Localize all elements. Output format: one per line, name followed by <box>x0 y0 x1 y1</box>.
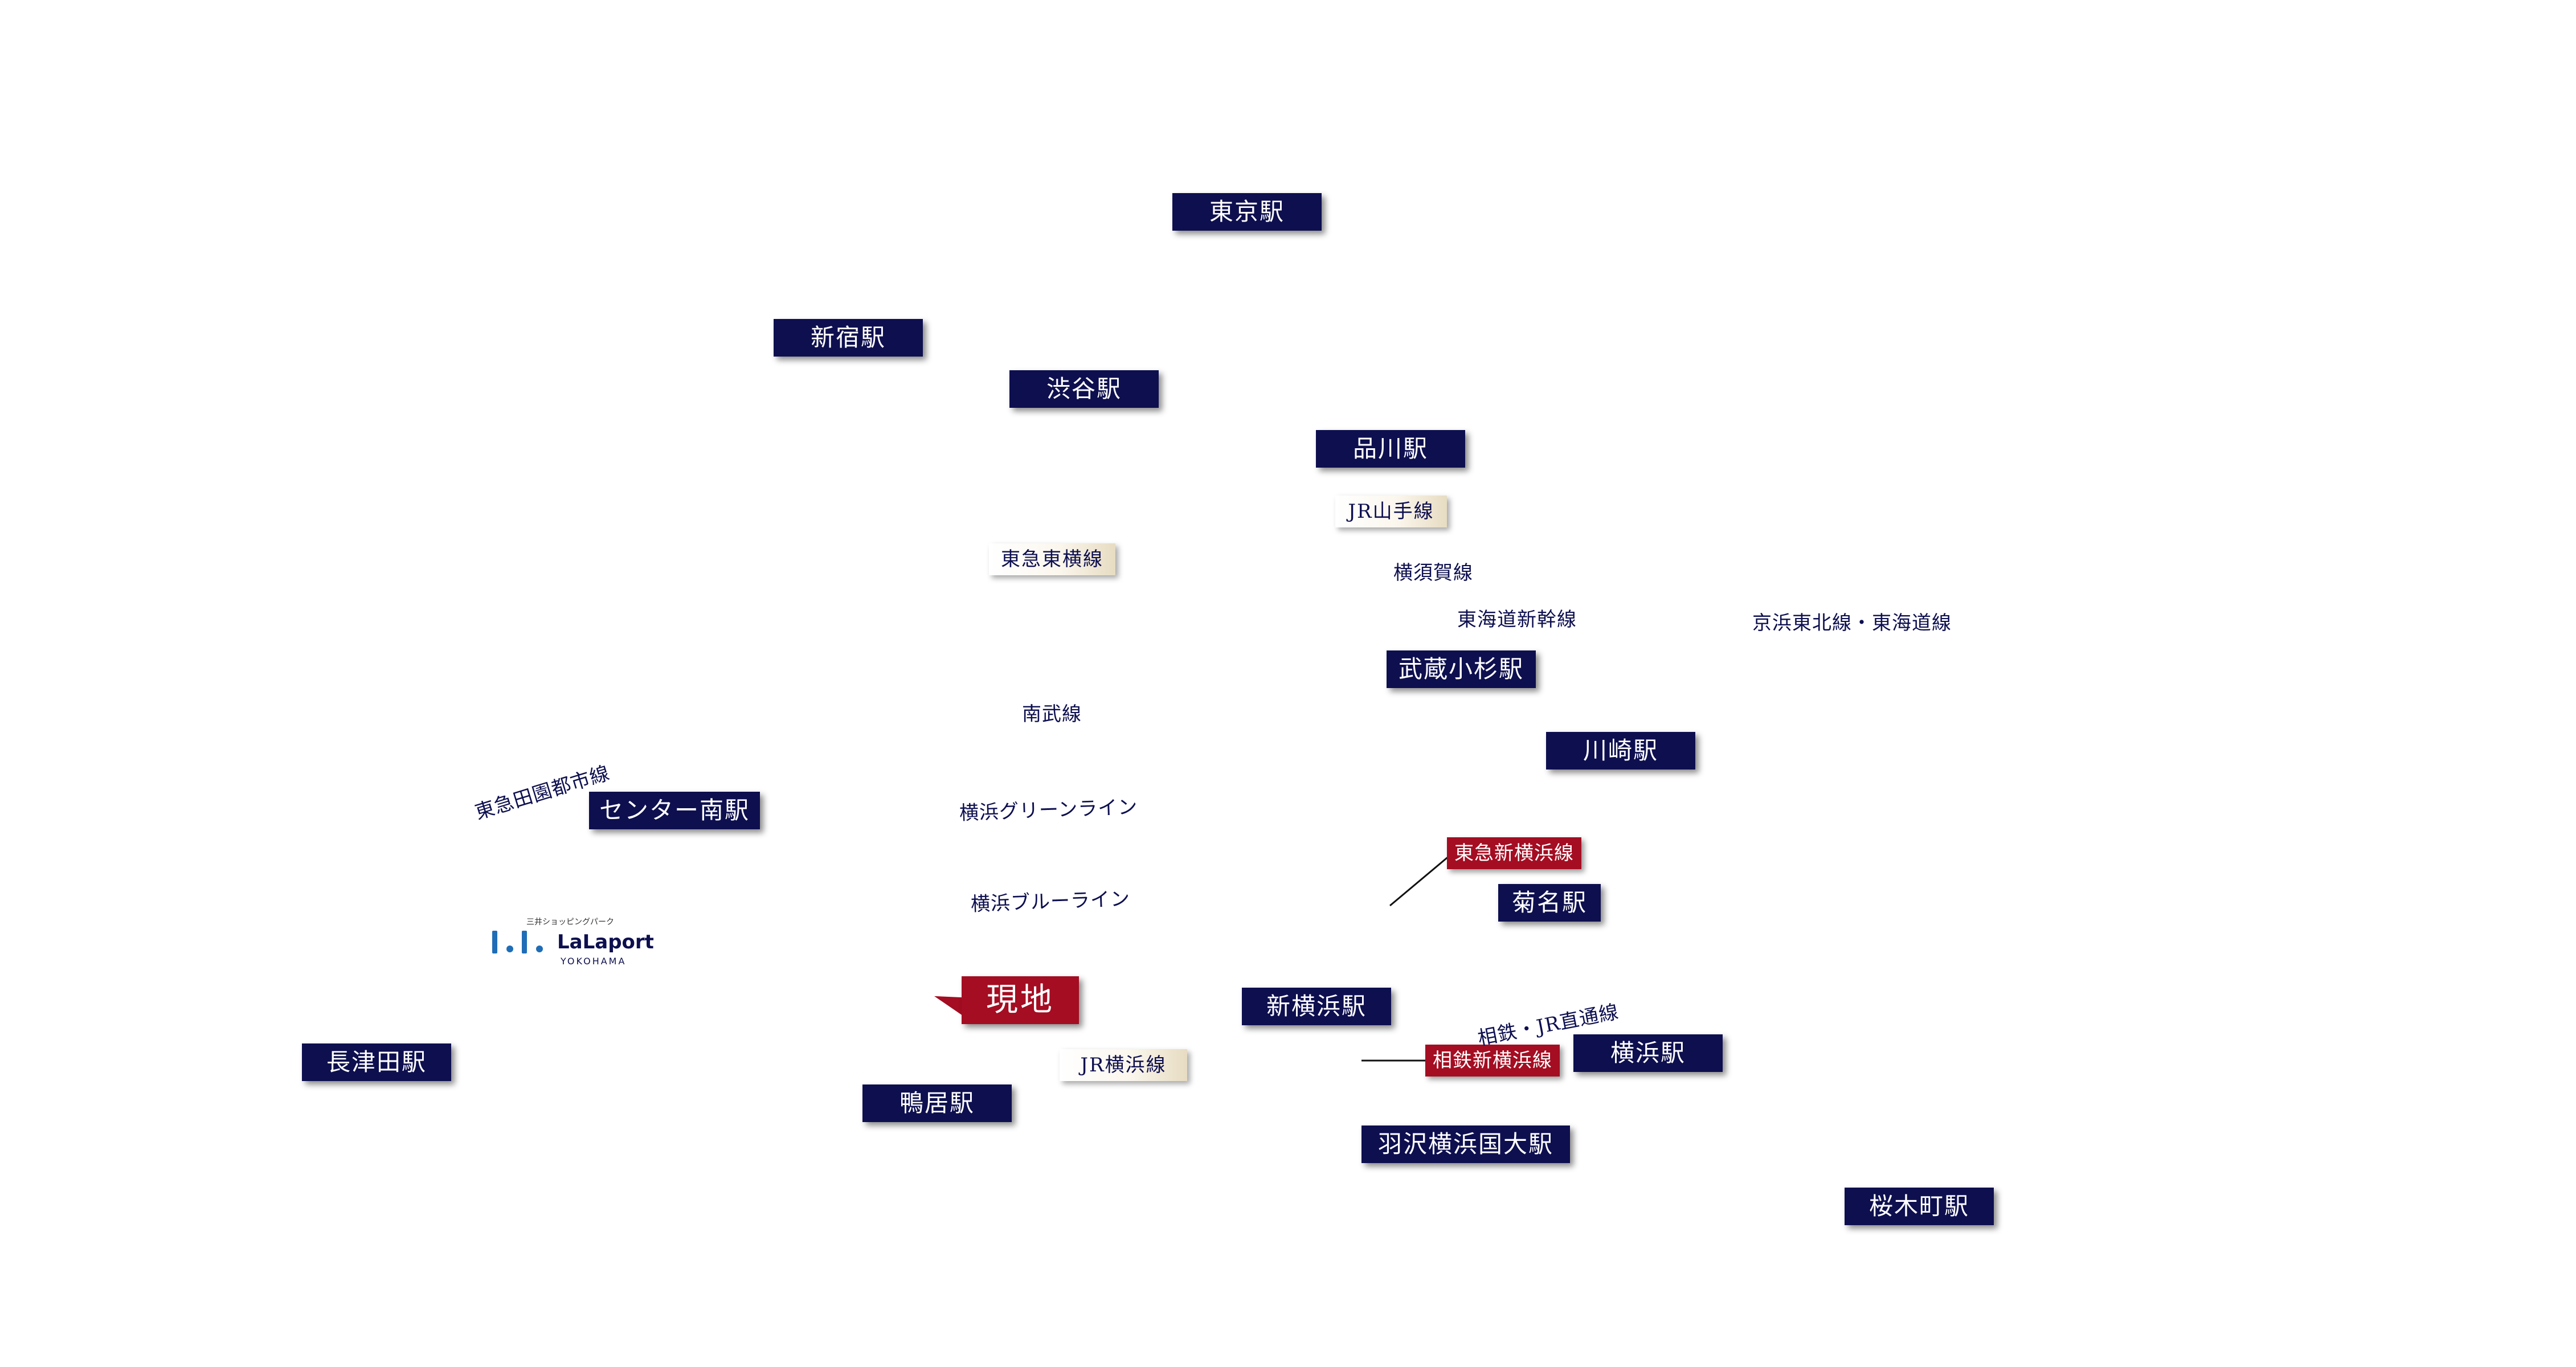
line-tag-tokyu-shin-yokohama: 東急新横浜線 <box>1447 837 1581 869</box>
lalaport-logo[interactable]: 三井ショッピングパーク LaLaport YOKOHAMA <box>490 916 661 967</box>
lalaport-logo-small-text: 三井ショッピングパーク <box>526 918 614 927</box>
station-nagatsuta[interactable]: 長津田駅 <box>302 1043 451 1081</box>
line-tag-sotetsu-shin-yokohama: 相鉄新横浜線 <box>1425 1045 1560 1077</box>
line-label-yokosuka: 横須賀線 <box>1393 562 1473 584</box>
station-tokyo[interactable]: 東京駅 <box>1172 193 1322 231</box>
line-label-tokaido-shinkansen: 東海道新幹線 <box>1457 608 1577 631</box>
station-shibuya[interactable]: 渋谷駅 <box>1009 370 1159 408</box>
line-label-blue-line: 横浜ブルーライン <box>970 887 1131 916</box>
lalaport-logo-sub: YOKOHAMA <box>561 956 627 967</box>
current-location-pointer <box>934 987 963 1016</box>
station-hazawa-yokohama-kokudai[interactable]: 羽沢横浜国大駅 <box>1361 1125 1570 1163</box>
station-musashikosugi[interactable]: 武蔵小杉駅 <box>1387 650 1536 688</box>
line-label-nambu: 南武線 <box>1022 703 1082 726</box>
station-kamoi[interactable]: 鴨居駅 <box>862 1084 1012 1122</box>
station-yokohama[interactable]: 横浜駅 <box>1573 1034 1723 1072</box>
station-shin-yokohama[interactable]: 新横浜駅 <box>1242 988 1391 1025</box>
tokyu-shin-yokohama-connector <box>1389 854 1450 907</box>
line-tag-jr-yokohama: JR横浜線 <box>1060 1049 1187 1081</box>
station-center-minami[interactable]: センター南駅 <box>589 792 760 829</box>
line-tag-jr-yamanote: JR山手線 <box>1335 496 1447 527</box>
line-label-green-line: 横浜グリーンライン <box>959 796 1138 825</box>
lalaport-logo-name: LaLaport <box>557 931 654 953</box>
station-kawasaki[interactable]: 川崎駅 <box>1546 732 1695 770</box>
line-tag-tokyu-toyoko: 東急東横線 <box>989 543 1115 575</box>
lalaport-mark-icon <box>492 931 543 953</box>
station-kikuna[interactable]: 菊名駅 <box>1498 884 1601 922</box>
station-sakuragicho[interactable]: 桜木町駅 <box>1845 1188 1994 1225</box>
current-location-marker[interactable]: 現地 <box>962 976 1079 1024</box>
station-shinjuku[interactable]: 新宿駅 <box>774 319 923 357</box>
station-shinagawa[interactable]: 品川駅 <box>1316 430 1465 468</box>
line-label-keihin-tohoku-tokaido: 京浜東北線・東海道線 <box>1752 612 1952 635</box>
